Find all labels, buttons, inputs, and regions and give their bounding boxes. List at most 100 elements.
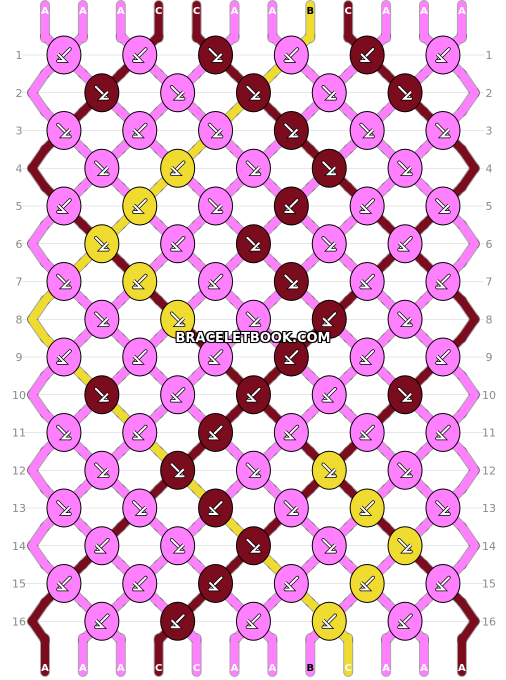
knot — [46, 262, 82, 301]
arrow-down-right-icon — [169, 311, 186, 327]
arrow-shaft — [284, 274, 299, 289]
arrow-down-right-icon — [94, 387, 110, 403]
strand-letter-top: C — [345, 6, 352, 17]
arrow-shaft — [398, 161, 413, 176]
knot — [46, 564, 82, 603]
knot — [198, 262, 234, 301]
arrow-down-right-icon — [283, 500, 300, 516]
arrow-head — [250, 468, 261, 478]
arrow-shaft — [435, 501, 450, 515]
arrow-head — [246, 393, 257, 402]
arrow-shaft — [322, 387, 337, 402]
arrow-down-right-icon — [283, 122, 300, 139]
row-number-left: 11 — [12, 427, 26, 440]
arrow-head — [401, 317, 412, 327]
knot — [198, 337, 234, 377]
arrow-down-right-icon — [397, 85, 413, 101]
knot — [273, 262, 309, 301]
arrow-shaft — [170, 463, 185, 478]
knot — [84, 526, 120, 566]
arrow-down-left-icon — [283, 198, 300, 214]
arrow-down-left-icon — [283, 424, 300, 441]
strand-letter-bottom: A — [117, 663, 125, 674]
arrow-head — [436, 279, 447, 289]
knot — [387, 601, 423, 641]
arrow-down-right-icon — [321, 538, 337, 554]
knot — [349, 35, 385, 75]
arrow-down-right-icon — [94, 160, 110, 176]
arrow-shaft — [208, 501, 223, 515]
arrow-down-left-icon — [132, 575, 148, 592]
arrow-head — [287, 128, 299, 138]
arrow-down-left-icon — [435, 575, 451, 592]
row-number-right: 11 — [482, 427, 496, 440]
arrow-shaft — [360, 425, 375, 440]
knot — [84, 224, 120, 264]
arrow-down-left-icon — [132, 198, 148, 214]
arrow-head — [439, 506, 450, 515]
arrow-shaft — [284, 123, 299, 138]
arrow-shaft — [56, 123, 71, 138]
arrow-head — [60, 430, 71, 440]
knot — [84, 601, 120, 641]
knot-grid — [46, 35, 461, 641]
arrow-down-left-icon — [56, 198, 72, 214]
arrow-head — [250, 91, 261, 100]
knot — [273, 186, 309, 226]
arrow-down-left-icon — [321, 387, 337, 403]
arrow-head — [174, 317, 185, 327]
knot — [198, 488, 234, 528]
knot — [122, 35, 158, 75]
arrow-shaft — [170, 236, 185, 251]
arrow-down-left-icon — [245, 387, 262, 403]
strand-letter-top: A — [117, 6, 125, 17]
arrow-shaft — [360, 123, 375, 138]
arrow-shaft — [94, 161, 109, 176]
arrow-down-right-icon — [94, 236, 110, 252]
arrow-head — [325, 242, 336, 251]
row-number-right: 12 — [482, 464, 496, 477]
knot — [160, 148, 196, 188]
arrow-head — [360, 355, 371, 364]
arrow-head — [208, 355, 219, 364]
arrow-down-left-icon — [359, 273, 375, 290]
arrow-head — [401, 91, 412, 100]
arrow-down-right-icon — [397, 311, 413, 327]
row-number-right: 3 — [486, 125, 493, 138]
strand-letter-top: A — [269, 6, 277, 17]
arrow-head — [360, 581, 371, 591]
arrow-down-right-icon — [207, 47, 224, 63]
row-number-left: 1 — [16, 49, 23, 62]
arrow-shaft — [322, 161, 337, 176]
arrow-shaft — [360, 350, 375, 364]
arrow-shaft — [94, 312, 109, 327]
arrow-down-right-icon — [397, 538, 413, 554]
arrow-head — [284, 581, 295, 591]
arrow-shaft — [170, 312, 185, 327]
arrow-shaft — [322, 85, 337, 100]
arrow-head — [174, 91, 185, 100]
knot — [198, 111, 234, 150]
knot — [46, 488, 82, 528]
knot — [349, 488, 385, 528]
arrow-head — [57, 355, 68, 364]
knot — [273, 413, 309, 452]
arrow-down-right-icon — [207, 198, 224, 214]
knot — [273, 35, 309, 75]
arrow-shaft — [398, 312, 413, 327]
arrow-down-right-icon — [94, 311, 110, 327]
arrow-head — [363, 128, 374, 138]
knot — [160, 224, 196, 264]
arrow-shaft — [132, 425, 147, 440]
arrow-down-left-icon — [321, 613, 337, 629]
arrow-shaft — [322, 463, 337, 478]
knot — [46, 186, 82, 226]
row-number-left: 9 — [16, 351, 23, 364]
arrow-head — [57, 204, 68, 213]
arrow-head — [287, 279, 299, 289]
arrow-shaft — [94, 387, 109, 402]
arrow-down-right-icon — [245, 462, 262, 478]
arrow-down-left-icon — [207, 349, 224, 365]
knot — [84, 375, 120, 415]
arrow-head — [212, 128, 223, 138]
